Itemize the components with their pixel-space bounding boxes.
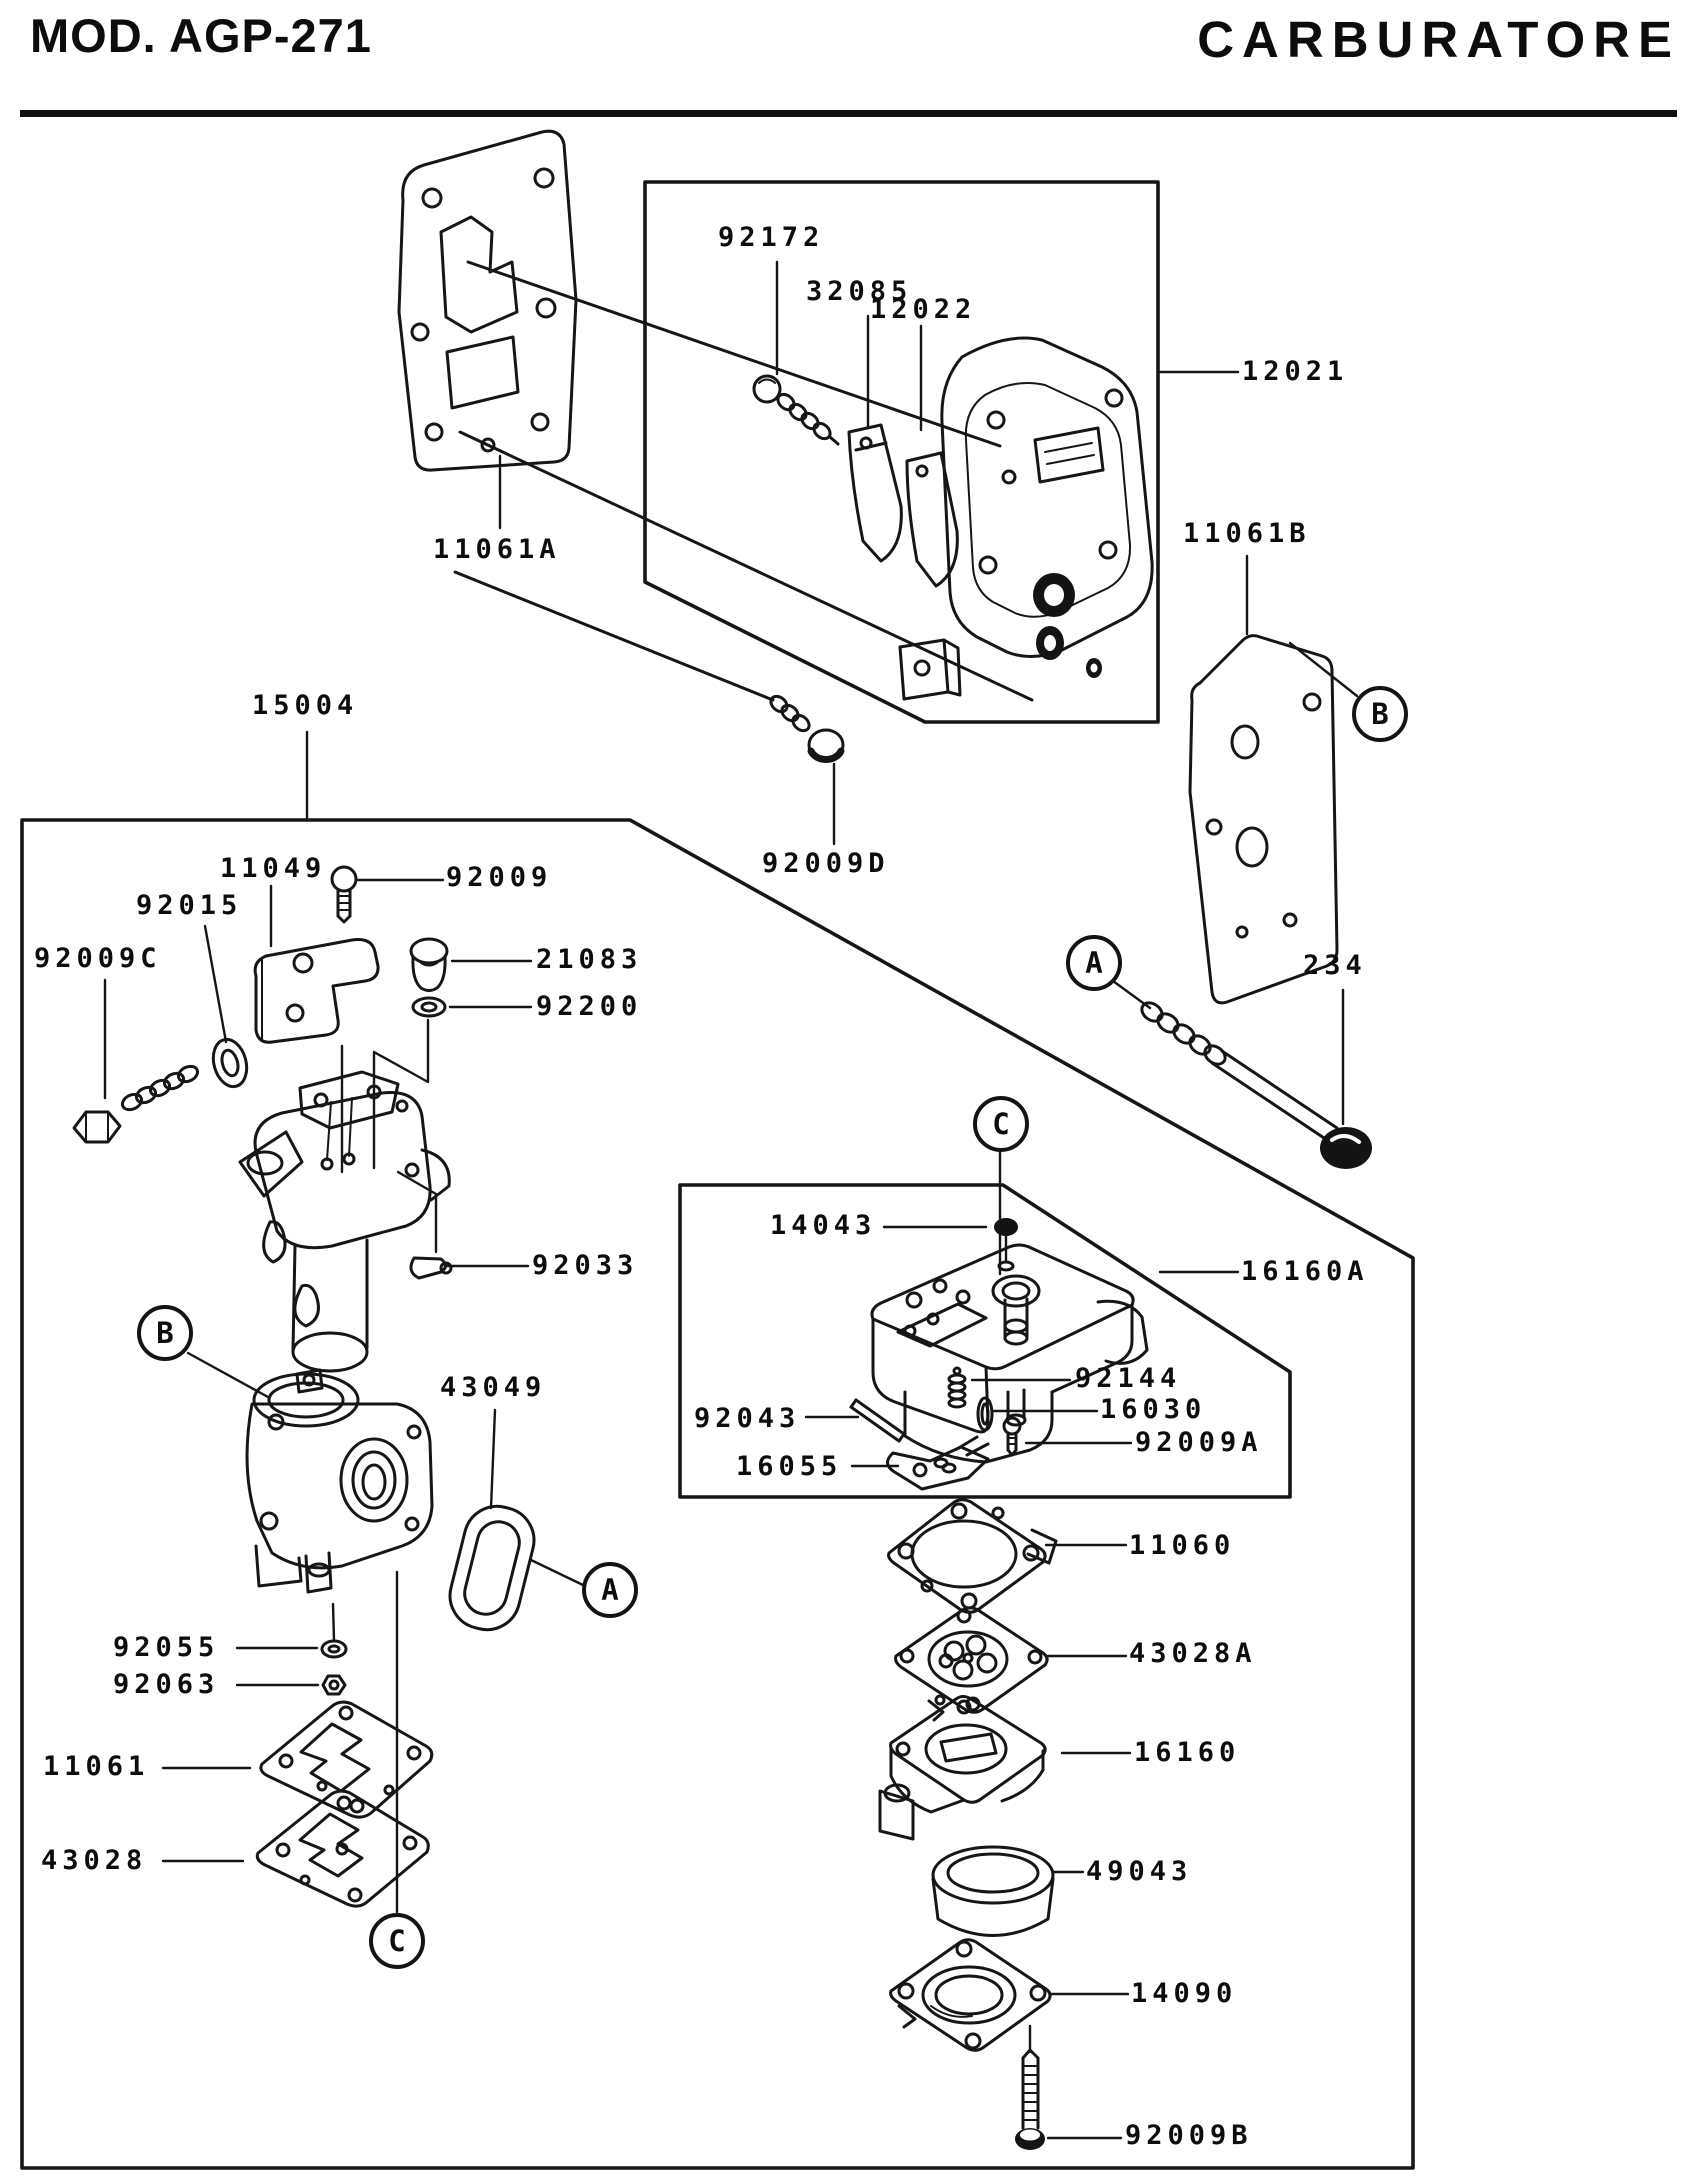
gasket-11060-drawing xyxy=(887,1498,1058,1614)
valve-16030-drawing xyxy=(976,1396,994,1432)
part-label-92009a: 92009A xyxy=(1135,1427,1263,1458)
part-label-32085: 32085 xyxy=(806,276,913,307)
washer-92015-drawing xyxy=(211,1037,249,1089)
part-label-43049: 43049 xyxy=(440,1372,547,1403)
part-label-15004: 15004 xyxy=(252,690,359,721)
gasket-11061a-drawing xyxy=(397,129,578,472)
part-label-92144: 92144 xyxy=(1075,1363,1182,1394)
box-12021 xyxy=(643,180,1160,724)
part-label-92055: 92055 xyxy=(113,1632,220,1663)
part-label-14090: 14090 xyxy=(1131,1978,1238,2009)
callout-b-right: B xyxy=(1352,686,1408,742)
diaphragm-43028a-drawing xyxy=(894,1606,1049,1722)
washer-92200-drawing xyxy=(411,996,447,1018)
clip-92033-drawing xyxy=(409,1256,453,1280)
assembly-lines xyxy=(453,260,1034,702)
part-label-11049: 11049 xyxy=(220,853,327,884)
part-label-12021: 12021 xyxy=(1242,356,1349,387)
part-label-92009b: 92009B xyxy=(1125,2120,1253,2151)
part-label-11061a: 11061A xyxy=(433,534,561,565)
reed-12022-drawing xyxy=(905,451,959,588)
callout-a-top: A xyxy=(1066,935,1122,991)
group-boxes xyxy=(20,180,1415,2170)
gasket-43049-drawing xyxy=(448,1504,536,1632)
model-title: MOD. AGP-271 xyxy=(30,9,372,62)
part-label-92043: 92043 xyxy=(694,1403,801,1434)
part-label-43028a: 43028A xyxy=(1129,1638,1257,1669)
screw-92009-drawing xyxy=(330,865,358,924)
diaphragm-43028-drawing xyxy=(255,1789,430,1908)
screw-92009a-drawing xyxy=(1002,1416,1022,1457)
part-label-11061b: 11061B xyxy=(1183,518,1311,549)
leader-lines xyxy=(103,260,1359,2140)
cup-49043-drawing xyxy=(931,1845,1055,1937)
screw-92172-drawing xyxy=(752,374,840,446)
callout-c-bottom: C xyxy=(369,1913,425,1969)
gasket-11061b-drawing xyxy=(1188,634,1339,1005)
part-label-11061: 11061 xyxy=(43,1751,150,1782)
insulator-12021-drawing xyxy=(898,336,1154,701)
spring-92144-drawing xyxy=(947,1366,967,1409)
part-label-92063: 92063 xyxy=(113,1669,220,1700)
pump-body-16160-drawing xyxy=(878,1695,1047,1841)
bolt-92009c-drawing xyxy=(72,1064,200,1144)
screw-234-drawing xyxy=(1140,1001,1372,1169)
part-label-92009c: 92009C xyxy=(34,943,162,974)
callout-a-left: A xyxy=(582,1562,638,1618)
header-divider xyxy=(20,110,1677,117)
part-label-92033: 92033 xyxy=(532,1250,639,1281)
gasket-11061-drawing xyxy=(259,1700,434,1819)
part-label-92200: 92200 xyxy=(536,991,643,1022)
callout-c-top: C xyxy=(973,1096,1029,1152)
screw-92009d-drawing xyxy=(769,694,845,763)
part-label-49043: 49043 xyxy=(1086,1856,1193,1887)
part-label-16030: 16030 xyxy=(1100,1394,1207,1425)
flange-14090-drawing xyxy=(889,1938,1052,2052)
part-label-92009d: 92009D xyxy=(762,848,890,879)
reed-32085-drawing xyxy=(847,423,903,563)
valve-21083-drawing xyxy=(409,937,449,992)
part-label-92009: 92009 xyxy=(446,862,553,893)
part-label-12022: 12022 xyxy=(870,294,977,325)
box-16160a xyxy=(678,1183,1292,1499)
part-label-14043: 14043 xyxy=(770,1210,877,1241)
bracket-11049-drawing xyxy=(253,938,380,1044)
callout-b-left: B xyxy=(137,1305,193,1361)
part-label-92015: 92015 xyxy=(136,890,243,921)
part-label-234: 234 xyxy=(1303,950,1367,981)
part-label-92172: 92172 xyxy=(718,222,825,253)
screw-92009b-drawing xyxy=(1015,2048,1045,2150)
nut-92063-drawing xyxy=(321,1674,347,1696)
carburetor-upper-drawing xyxy=(238,1070,451,1373)
part-label-43028: 43028 xyxy=(41,1845,148,1876)
carburetor-body-drawing xyxy=(245,1368,434,1594)
pump-cover-14043-drawing xyxy=(870,1218,1149,1464)
part-label-16160a: 16160A xyxy=(1241,1256,1369,1287)
part-label-16055: 16055 xyxy=(736,1451,843,1482)
box-15004 xyxy=(20,818,1415,2170)
part-label-11060: 11060 xyxy=(1129,1530,1236,1561)
lever-16055-drawing xyxy=(886,1435,990,1491)
part-label-16160: 16160 xyxy=(1134,1737,1241,1768)
washer-92055-drawing xyxy=(320,1639,348,1659)
page-title: CARBURATORE xyxy=(1197,11,1680,68)
pin-92043-drawing xyxy=(849,1398,906,1443)
part-label-21083: 21083 xyxy=(536,944,643,975)
